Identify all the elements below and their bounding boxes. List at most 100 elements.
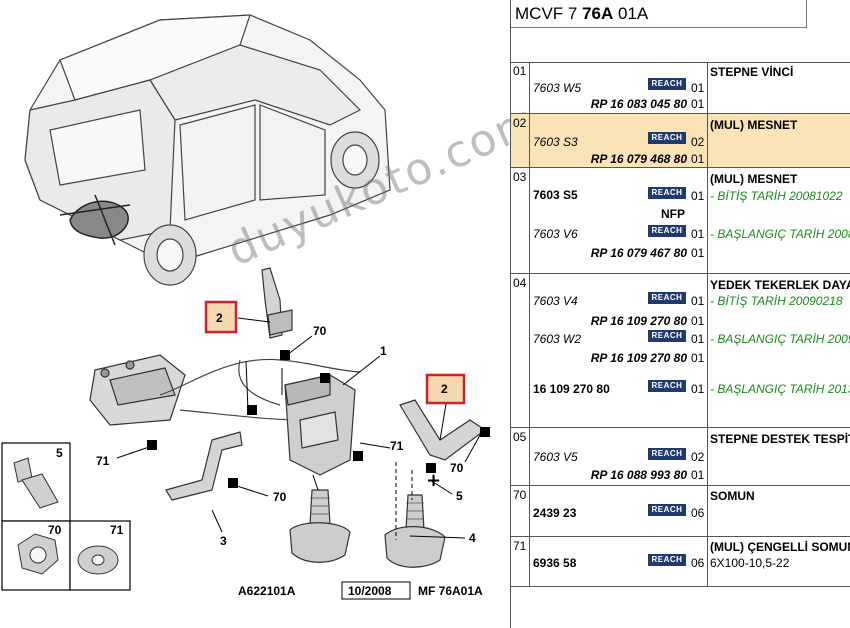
callout-70-right[interactable]: 70	[450, 461, 464, 475]
row-spec: 6X100-10,5-22	[710, 556, 790, 570]
row-qty: 01	[691, 189, 705, 203]
row-index: 01	[513, 64, 527, 78]
reach-badge: REACH	[648, 554, 686, 566]
row-qty: 01	[691, 351, 705, 365]
row-ref[interactable]: 7603 S5	[533, 188, 578, 202]
row-qty: 01	[691, 468, 705, 482]
exploded-parts-diagram: + 2 70 1 71 2 70 71 5 70 3 4 71 5 70 71	[1, 14, 490, 600]
callout-2-upper[interactable]: 2	[216, 311, 223, 325]
row-end-date-note: - BİTİŞ TARİH 20090218	[710, 294, 843, 308]
reach-badge: REACH	[648, 448, 686, 460]
row-ref[interactable]: 2439 23	[533, 506, 577, 520]
part-1-carrier-body	[284, 374, 356, 476]
footer-date: 10/2008	[348, 584, 392, 598]
reach-badge: REACH	[648, 187, 686, 199]
row-ref[interactable]: 7603 W2	[533, 332, 582, 346]
parts-row-05[interactable]: 05 7603 V5 REACH 02 RP 16 088 993 80 01 …	[511, 428, 850, 486]
row-rp-number[interactable]: RP 16 088 993 80	[590, 468, 687, 482]
reach-badge: REACH	[648, 330, 686, 342]
inset-nut-71[interactable]	[77, 545, 119, 575]
row-qty: 06	[691, 556, 705, 570]
part-4-support-bolts	[289, 489, 446, 568]
row-ref[interactable]: 7603 S3	[533, 135, 578, 149]
parts-list-panel: MCVF 7 76A 01A 01 7603 W5 REACH 01 RP 16…	[510, 0, 850, 628]
footer-ref-code: A622101A	[238, 584, 296, 598]
callout-70-upper[interactable]: 70	[313, 324, 327, 338]
callout-5[interactable]: 5	[456, 489, 463, 503]
parts-row-03[interactable]: 03 (MUL) MESNET 7603 S5 REACH 01 - BİTİŞ…	[511, 168, 850, 274]
row-rp-number[interactable]: RP 16 109 270 80	[590, 314, 687, 328]
parts-row-70[interactable]: 70 2439 23 REACH 06 SOMUN	[511, 486, 850, 537]
footer-mf-code: MF 76A01A	[418, 584, 483, 598]
row-index: 04	[513, 276, 527, 290]
row-rp-number[interactable]: RP 16 083 045 80	[590, 97, 687, 111]
reach-badge: REACH	[648, 225, 686, 237]
header-bold: 76A	[582, 4, 614, 23]
callout-3[interactable]: 3	[220, 534, 227, 548]
inset-label-5: 5	[56, 446, 63, 460]
row-index: 71	[513, 539, 527, 553]
leader-lines	[116, 317, 485, 540]
row-start-date-note: - BAŞLANGIÇ TARİH 2009	[710, 332, 850, 346]
callout-2-right[interactable]: 2	[441, 382, 448, 396]
parts-list-header: MCVF 7 76A 01A	[511, 0, 807, 28]
callout-labels: 2 70 1 71 2 70 71 5 70 3 4 71	[96, 300, 476, 548]
callout-box-2-upper[interactable]	[204, 300, 238, 334]
diagram-footer: A622101A 10/2008 MF 76A01A	[238, 581, 483, 600]
parts-row-04[interactable]: 04 YEDEK TEKERLEK DAYA 7603 V4 REACH 01 …	[511, 274, 850, 428]
callout-1[interactable]: 1	[380, 344, 387, 358]
row-end-date-note: - BİTİŞ TARİH 20081022	[710, 189, 843, 203]
inset-bolt-5[interactable]	[13, 457, 59, 509]
parts-row-71[interactable]: 71 6936 58 REACH 06 (MUL) ÇENGELLİ SOMUN…	[511, 537, 850, 587]
parts-row-02[interactable]: 02 7603 S3 REACH 02 RP 16 079 468 80 01 …	[511, 114, 850, 168]
callout-box-2-right[interactable]	[425, 373, 466, 405]
inset-label-70: 70	[48, 523, 62, 537]
row-ref[interactable]: 7603 V4	[533, 294, 578, 308]
row-start-date-note: - BAŞLANGIÇ TARİH 2013	[710, 382, 850, 396]
callout-71-left[interactable]: 71	[96, 454, 110, 468]
row-qty: 01	[691, 294, 705, 308]
row-ref[interactable]: 7603 V6	[533, 227, 578, 241]
part-2-bracket-upper	[261, 267, 293, 339]
winch-location-detail	[59, 194, 131, 246]
row-rp-number[interactable]: RP 16 079 468 80	[590, 152, 687, 166]
header-suffix: 01A	[618, 4, 649, 23]
inset-label-71: 71	[110, 523, 124, 537]
row-start-date-note: - BAŞLANGIÇ TARİH 2008	[710, 227, 850, 241]
row-qty: 01	[691, 246, 705, 260]
reach-badge: REACH	[648, 292, 686, 304]
nfp-flag: NFP	[661, 207, 685, 221]
row-ref[interactable]: 7603 W5	[533, 81, 582, 95]
van-illustration	[24, 14, 391, 286]
callout-4[interactable]: 4	[469, 531, 476, 545]
row-ref[interactable]: 7603 V5	[533, 450, 578, 464]
callout-70-lower[interactable]: 70	[273, 490, 287, 504]
bolt-threads	[310, 497, 424, 520]
row-qty: 01	[691, 81, 705, 95]
row-rp-number[interactable]: RP 16 109 270 80	[590, 351, 687, 365]
callout-71-right[interactable]: 71	[390, 439, 404, 453]
inset-nut-70[interactable]	[17, 533, 59, 575]
row-qty: 01	[691, 332, 705, 346]
plus-marker: +	[426, 470, 441, 491]
row-index: 03	[513, 170, 527, 184]
row-qty: 06	[691, 506, 705, 520]
row-qty: 01	[691, 227, 705, 241]
row-index: 05	[513, 430, 527, 444]
part-3-bracket-lower	[165, 431, 243, 501]
row-part-number[interactable]: 16 109 270 80	[533, 382, 610, 396]
reach-badge: REACH	[648, 132, 686, 144]
row-qty: 01	[691, 152, 705, 166]
reach-badge: REACH	[648, 504, 686, 516]
row-description: (MUL) MESNET	[710, 172, 798, 186]
row-ref[interactable]: 6936 58	[533, 556, 577, 570]
row-qty: 02	[691, 135, 705, 149]
row-qty: 01	[691, 97, 705, 111]
reach-badge: REACH	[648, 78, 686, 90]
row-description: (MUL) ÇENGELLİ SOMUN	[710, 540, 850, 554]
parts-row-01[interactable]: 01 7603 W5 REACH 01 RP 16 083 045 80 01 …	[511, 62, 850, 114]
row-rp-number[interactable]: RP 16 079 467 80	[590, 246, 687, 260]
spare-wheel-winch	[89, 354, 186, 426]
header-prefix: MCVF 7	[515, 4, 578, 23]
reach-badge: REACH	[648, 380, 686, 392]
